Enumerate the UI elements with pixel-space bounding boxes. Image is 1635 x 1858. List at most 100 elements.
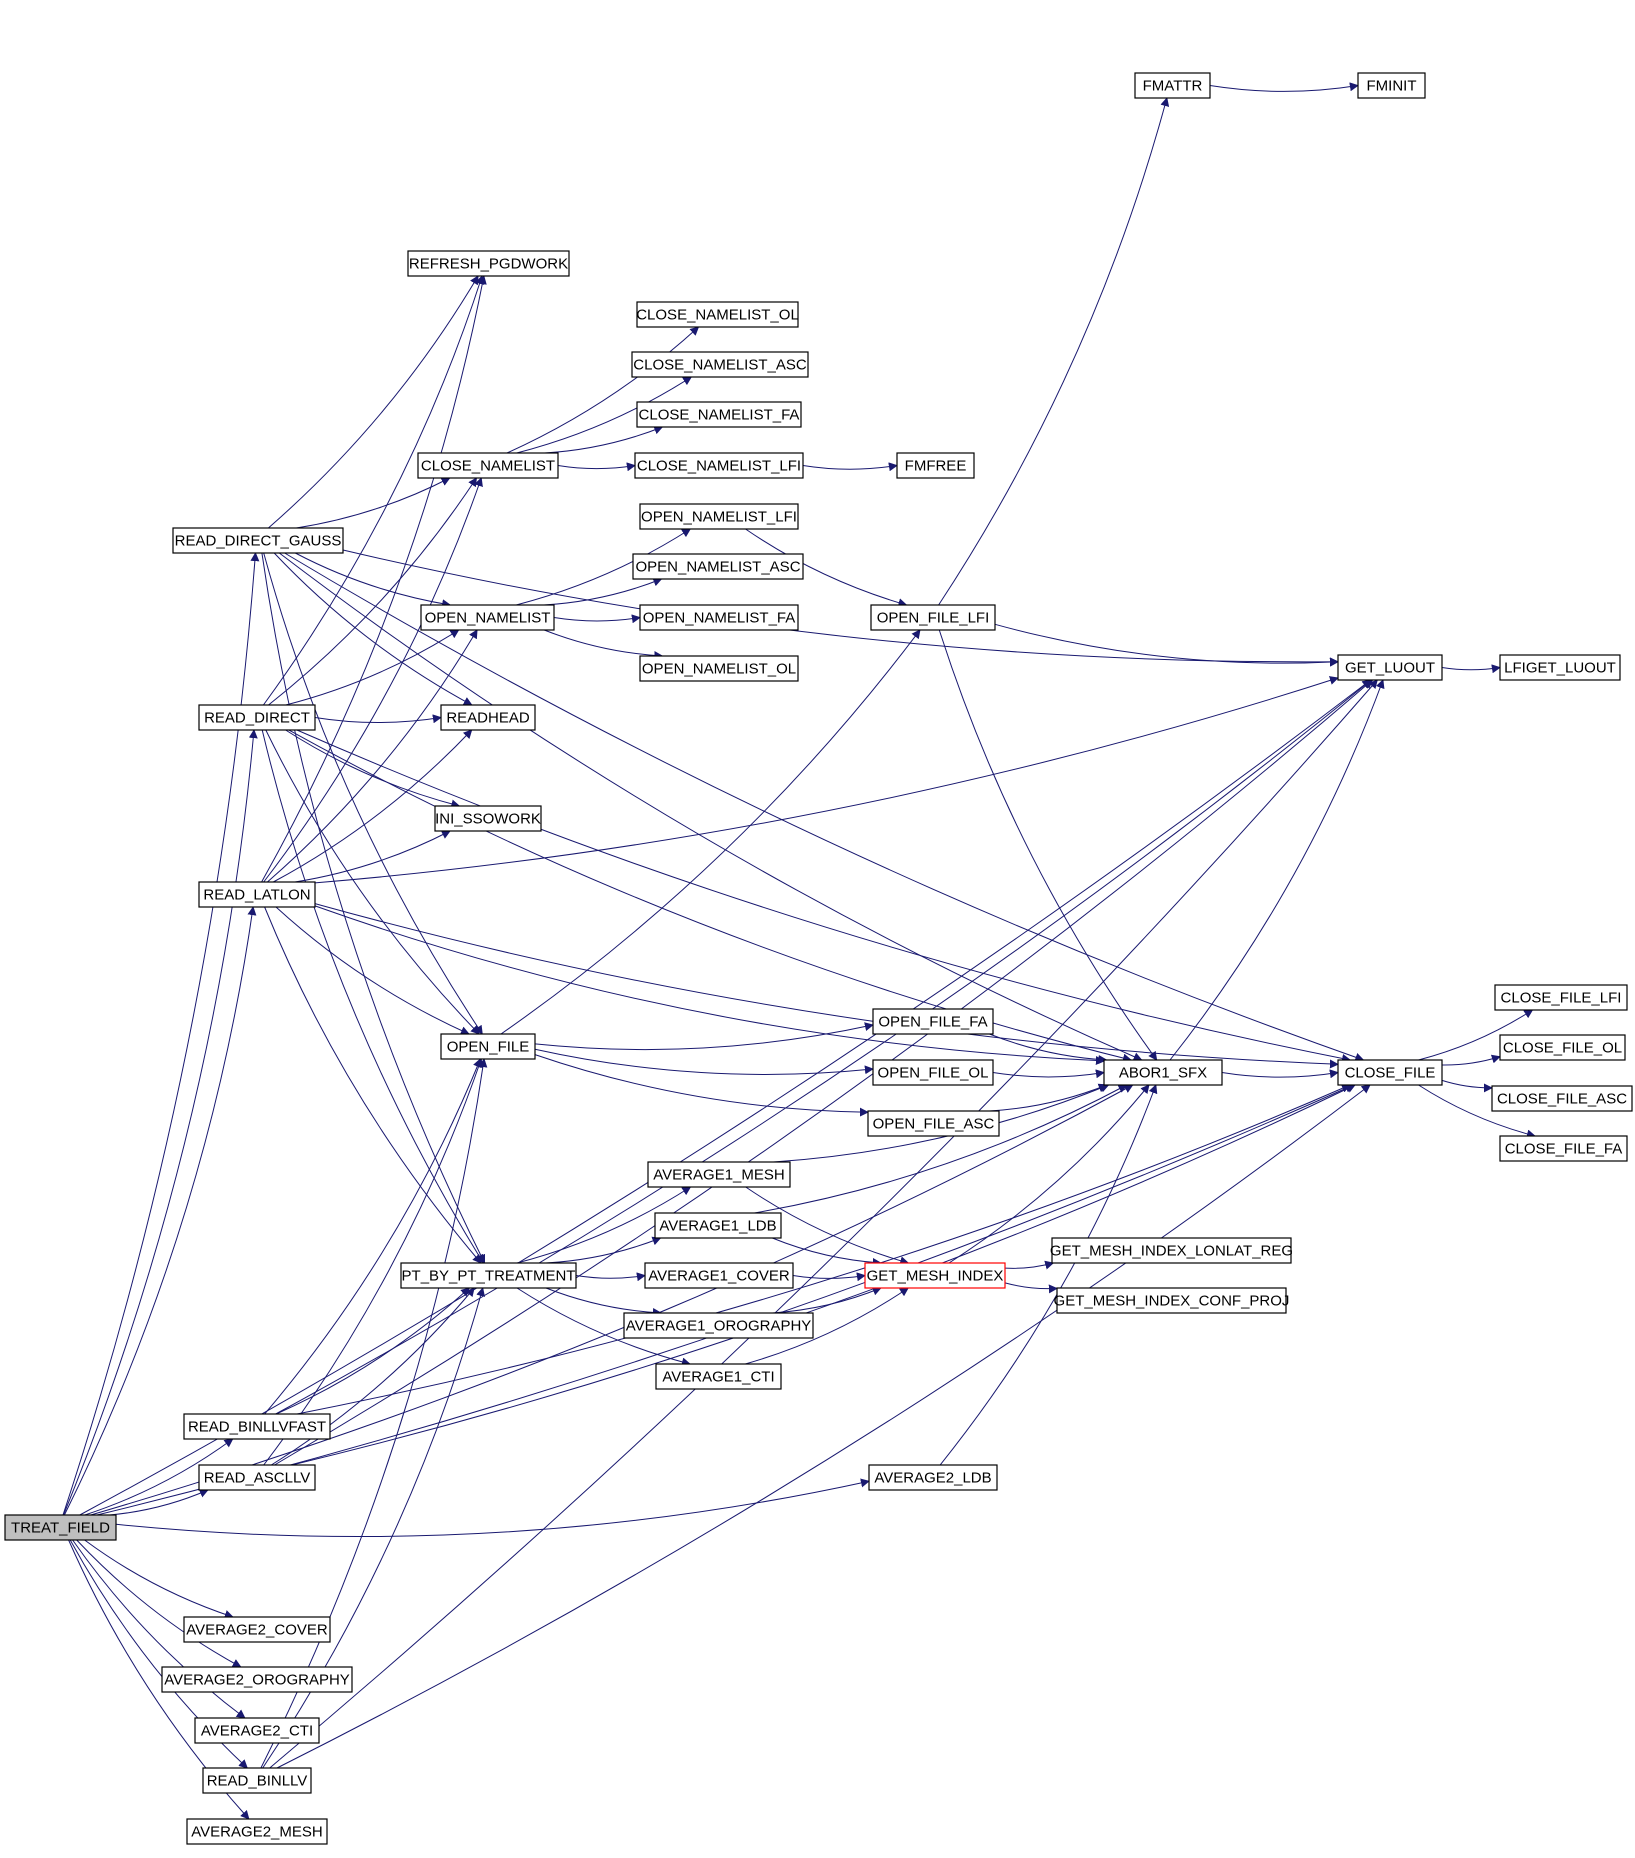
node-refresh-pgdwork[interactable]: REFRESH_PGDWORK	[407, 250, 570, 277]
node-box	[872, 1059, 994, 1086]
node-close-namelist[interactable]: CLOSE_NAMELIST	[417, 452, 559, 479]
node-open-namelist-asc[interactable]: OPEN_NAMELIST_ASC	[632, 553, 804, 580]
node-close-namelist-fa[interactable]: CLOSE_NAMELIST_FA	[636, 401, 802, 428]
edge-read_latlon-to-get_luout	[314, 676, 1339, 884]
edge-close_namelist-to-close_namelist_ol	[506, 326, 700, 454]
node-open-file-ol[interactable]: OPEN_FILE_OL	[872, 1059, 994, 1086]
edge-read_binllv-to-get_luout	[269, 679, 1378, 1769]
edge-read_direct_gauss-to-pt_by_pt_treatment	[261, 552, 486, 1264]
node-average1-cti[interactable]: AVERAGE1_CTI	[655, 1363, 782, 1390]
node-open-namelist-ol[interactable]: OPEN_NAMELIST_OL	[639, 655, 799, 682]
edge-pt_by_pt_treatment-to-average1_cti	[516, 1287, 691, 1367]
node-read-direct-gauss[interactable]: READ_DIRECT_GAUSS	[172, 527, 344, 554]
node-box	[1357, 72, 1426, 99]
node-abor1-sfx[interactable]: ABOR1_SFX	[1103, 1059, 1223, 1086]
edge-read_ascllv-to-pt_by_pt_treatment	[271, 1287, 475, 1466]
edge-average1_ldb-to-get_mesh_index	[772, 1237, 882, 1267]
edge-treat_field-to-average2_cti	[72, 1539, 246, 1719]
edge-open_file_fa-to-abor1_sfx	[989, 1033, 1108, 1065]
node-read-latlon[interactable]: READ_LATLON	[198, 881, 316, 908]
node-open-file-asc[interactable]: OPEN_FILE_ASC	[867, 1110, 1000, 1137]
node-close-file-lfi[interactable]: CLOSE_FILE_LFI	[1494, 984, 1628, 1011]
edge-fmattr-to-fminit	[1209, 82, 1359, 92]
edge-read_direct-to-ini_ssowork	[285, 729, 461, 809]
node-lfiget-luout[interactable]: LFIGET_LUOUT	[1499, 654, 1621, 681]
node-label: OPEN_NAMELIST_OL	[642, 661, 796, 678]
node-read-direct[interactable]: READ_DIRECT	[198, 704, 316, 731]
node-box	[407, 250, 570, 277]
edge-close_file-to-close_file_fa	[1418, 1084, 1536, 1139]
node-box	[632, 553, 804, 580]
node-label: AVERAGE2_LDB	[874, 1470, 991, 1487]
node-box	[1056, 1287, 1287, 1314]
node-box	[636, 301, 799, 328]
node-average1-cover[interactable]: AVERAGE1_COVER	[644, 1262, 794, 1289]
node-average2-orography[interactable]: AVERAGE2_OROGRAPHY	[161, 1666, 353, 1693]
node-box	[183, 1616, 331, 1643]
node-close-namelist-asc[interactable]: CLOSE_NAMELIST_ASC	[631, 351, 809, 378]
node-label: FMFREE	[905, 458, 967, 475]
node-average2-cti[interactable]: AVERAGE2_CTI	[194, 1717, 320, 1744]
node-get-mesh-index[interactable]: GET_MESH_INDEX	[864, 1262, 1006, 1289]
node-label: READ_BINLLV	[207, 1773, 308, 1790]
node-get-mesh-index-lonlat-reg[interactable]: GET_MESH_INDEX_LONLAT_REG	[1050, 1237, 1293, 1264]
node-open-file-fa[interactable]: OPEN_FILE_FA	[872, 1008, 994, 1035]
node-close-namelist-lfi[interactable]: CLOSE_NAMELIST_LFI	[634, 452, 804, 479]
node-box	[1491, 1085, 1633, 1112]
node-treat-field[interactable]: TREAT_FIELD	[4, 1514, 117, 1541]
node-read-binllv[interactable]: READ_BINLLV	[202, 1767, 312, 1794]
edge-open_file_lfi-to-fmattr	[938, 97, 1170, 606]
node-close-file-fa[interactable]: CLOSE_FILE_FA	[1499, 1135, 1628, 1162]
node-open-namelist-fa[interactable]: OPEN_NAMELIST_FA	[639, 604, 799, 631]
node-box	[647, 1161, 791, 1188]
node-get-mesh-index-conf-proj[interactable]: GET_MESH_INDEX_CONF_PROJ	[1054, 1287, 1290, 1314]
node-label: ABOR1_SFX	[1119, 1065, 1207, 1082]
edge-treat_field-to-read_direct_gauss	[62, 552, 260, 1516]
node-pt-by-pt-treatment[interactable]: PT_BY_PT_TREATMENT	[400, 1262, 577, 1289]
node-average1-mesh[interactable]: AVERAGE1_MESH	[647, 1161, 791, 1188]
node-fmfree[interactable]: FMFREE	[896, 452, 975, 479]
node-label: READ_DIRECT	[204, 710, 310, 727]
edge-read_direct_gauss-to-readhead	[273, 552, 473, 706]
node-get-luout[interactable]: GET_LUOUT	[1337, 654, 1443, 681]
node-box	[1134, 72, 1211, 99]
node-fmattr[interactable]: FMATTR	[1134, 72, 1211, 99]
node-label: CLOSE_NAMELIST_LFI	[637, 458, 801, 475]
node-label: AVERAGE1_CTI	[662, 1369, 774, 1386]
node-box	[636, 401, 802, 428]
edge-read_latlon-to-close_file	[314, 903, 1339, 1069]
edge-pt_by_pt_treatment-to-average1_orography	[545, 1287, 662, 1318]
node-fminit[interactable]: FMINIT	[1357, 72, 1426, 99]
node-average2-cover[interactable]: AVERAGE2_COVER	[183, 1616, 331, 1643]
node-average2-mesh[interactable]: AVERAGE2_MESH	[186, 1818, 328, 1845]
edge-read_direct-to-readhead	[314, 714, 442, 724]
node-open-file[interactable]: OPEN_FILE	[440, 1033, 536, 1060]
edge-read_latlon-to-close_namelist	[263, 477, 483, 883]
node-ini-ssowork[interactable]: INI_SSOWORK	[434, 805, 542, 832]
node-average2-ldb[interactable]: AVERAGE2_LDB	[868, 1464, 998, 1491]
node-label: OPEN_NAMELIST	[425, 610, 551, 627]
node-close-namelist-ol[interactable]: CLOSE_NAMELIST_OL	[636, 301, 799, 328]
node-open-file-lfi[interactable]: OPEN_FILE_LFI	[870, 604, 996, 631]
node-label: READ_LATLON	[203, 887, 310, 904]
edge-abor1_sfx-to-get_luout	[1169, 679, 1385, 1061]
node-box	[1337, 654, 1443, 681]
node-close-file[interactable]: CLOSE_FILE	[1337, 1059, 1443, 1086]
node-label: CLOSE_NAMELIST_FA	[639, 407, 800, 424]
node-read-binllvfast[interactable]: READ_BINLLVFAST	[183, 1413, 331, 1440]
node-readhead[interactable]: READHEAD	[440, 704, 536, 731]
edge-pt_by_pt_treatment-to-average1_cover	[575, 1272, 646, 1282]
node-read-ascllv[interactable]: READ_ASCLLV	[198, 1464, 316, 1491]
node-close-file-ol[interactable]: CLOSE_FILE_OL	[1499, 1034, 1626, 1061]
node-layer: TREAT_FIELD READ_DIRECT_GAUSS READ_DIRECT R…	[4, 72, 1633, 1845]
edge-average1_orography-to-get_mesh_index	[772, 1286, 882, 1314]
node-box	[417, 452, 559, 479]
node-average1-ldb[interactable]: AVERAGE1_LDB	[654, 1212, 782, 1239]
node-average1-orography[interactable]: AVERAGE1_OROGRAPHY	[623, 1312, 814, 1339]
node-label: FMINIT	[1367, 78, 1417, 95]
node-box	[4, 1514, 117, 1541]
node-close-file-asc[interactable]: CLOSE_FILE_ASC	[1491, 1085, 1633, 1112]
node-open-namelist-lfi[interactable]: OPEN_NAMELIST_LFI	[639, 503, 799, 530]
node-open-namelist[interactable]: OPEN_NAMELIST	[420, 604, 555, 631]
